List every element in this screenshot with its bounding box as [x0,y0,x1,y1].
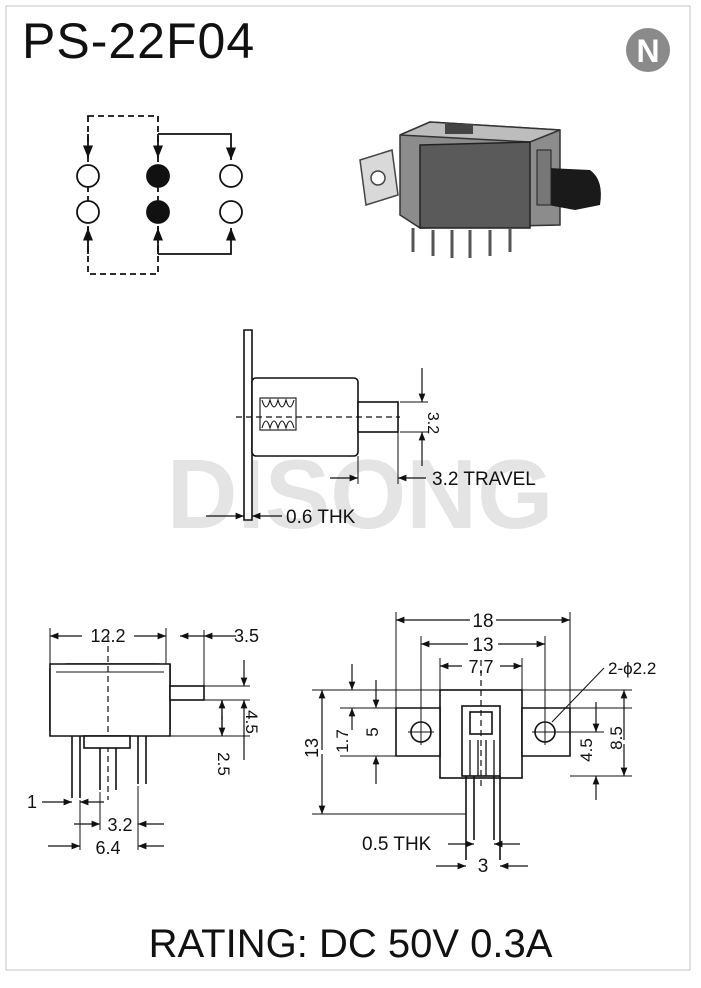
logo-letter: N [636,33,659,69]
bracket-top-label: 1.7 [333,729,352,753]
part-number-title: PS-22F04 [22,13,256,69]
hole-pitch-label: 13 [472,635,493,656]
front-offset-label: 3.5 [234,626,259,646]
watermark: DISONG [167,439,554,549]
page-border [5,5,691,971]
bracket-label: 5 [363,727,382,736]
pin-pitch-label: 3.2 [107,815,132,835]
front-act-bottom-label: 2.5 [214,752,233,776]
body-width-label: 7.7 [468,657,493,677]
hole-bottom-label: 4.5 [577,738,596,762]
overall-width-label: 18 [472,611,493,632]
travel-label: 3.2 TRAVEL [432,469,536,490]
pin-span-label: 6.4 [95,838,120,858]
pin-width-label: 1 [27,792,37,812]
body-height-label: 13 [302,738,322,758]
holes-label: 2-ϕ2.2 [608,659,656,678]
top-pin-pitch-label: 3 [478,856,489,877]
pin-thk-label: 0.5 THK [362,834,432,855]
front-view [42,628,250,850]
front-width-label: 12.2 [90,626,125,646]
side-view [206,329,428,521]
top-view [312,612,632,870]
logo-icon: N [626,28,670,72]
circuit-diagram [76,115,243,275]
rating-label: RATING: DC 50V 0.3A [148,922,553,966]
side-height-label: 3.2 [424,412,441,434]
thickness-label: 0.6 THK [286,507,356,528]
switch-photo [359,121,601,258]
bracket-height-label: 8.5 [607,726,626,750]
front-act-height-label: 4.5 [242,710,261,734]
